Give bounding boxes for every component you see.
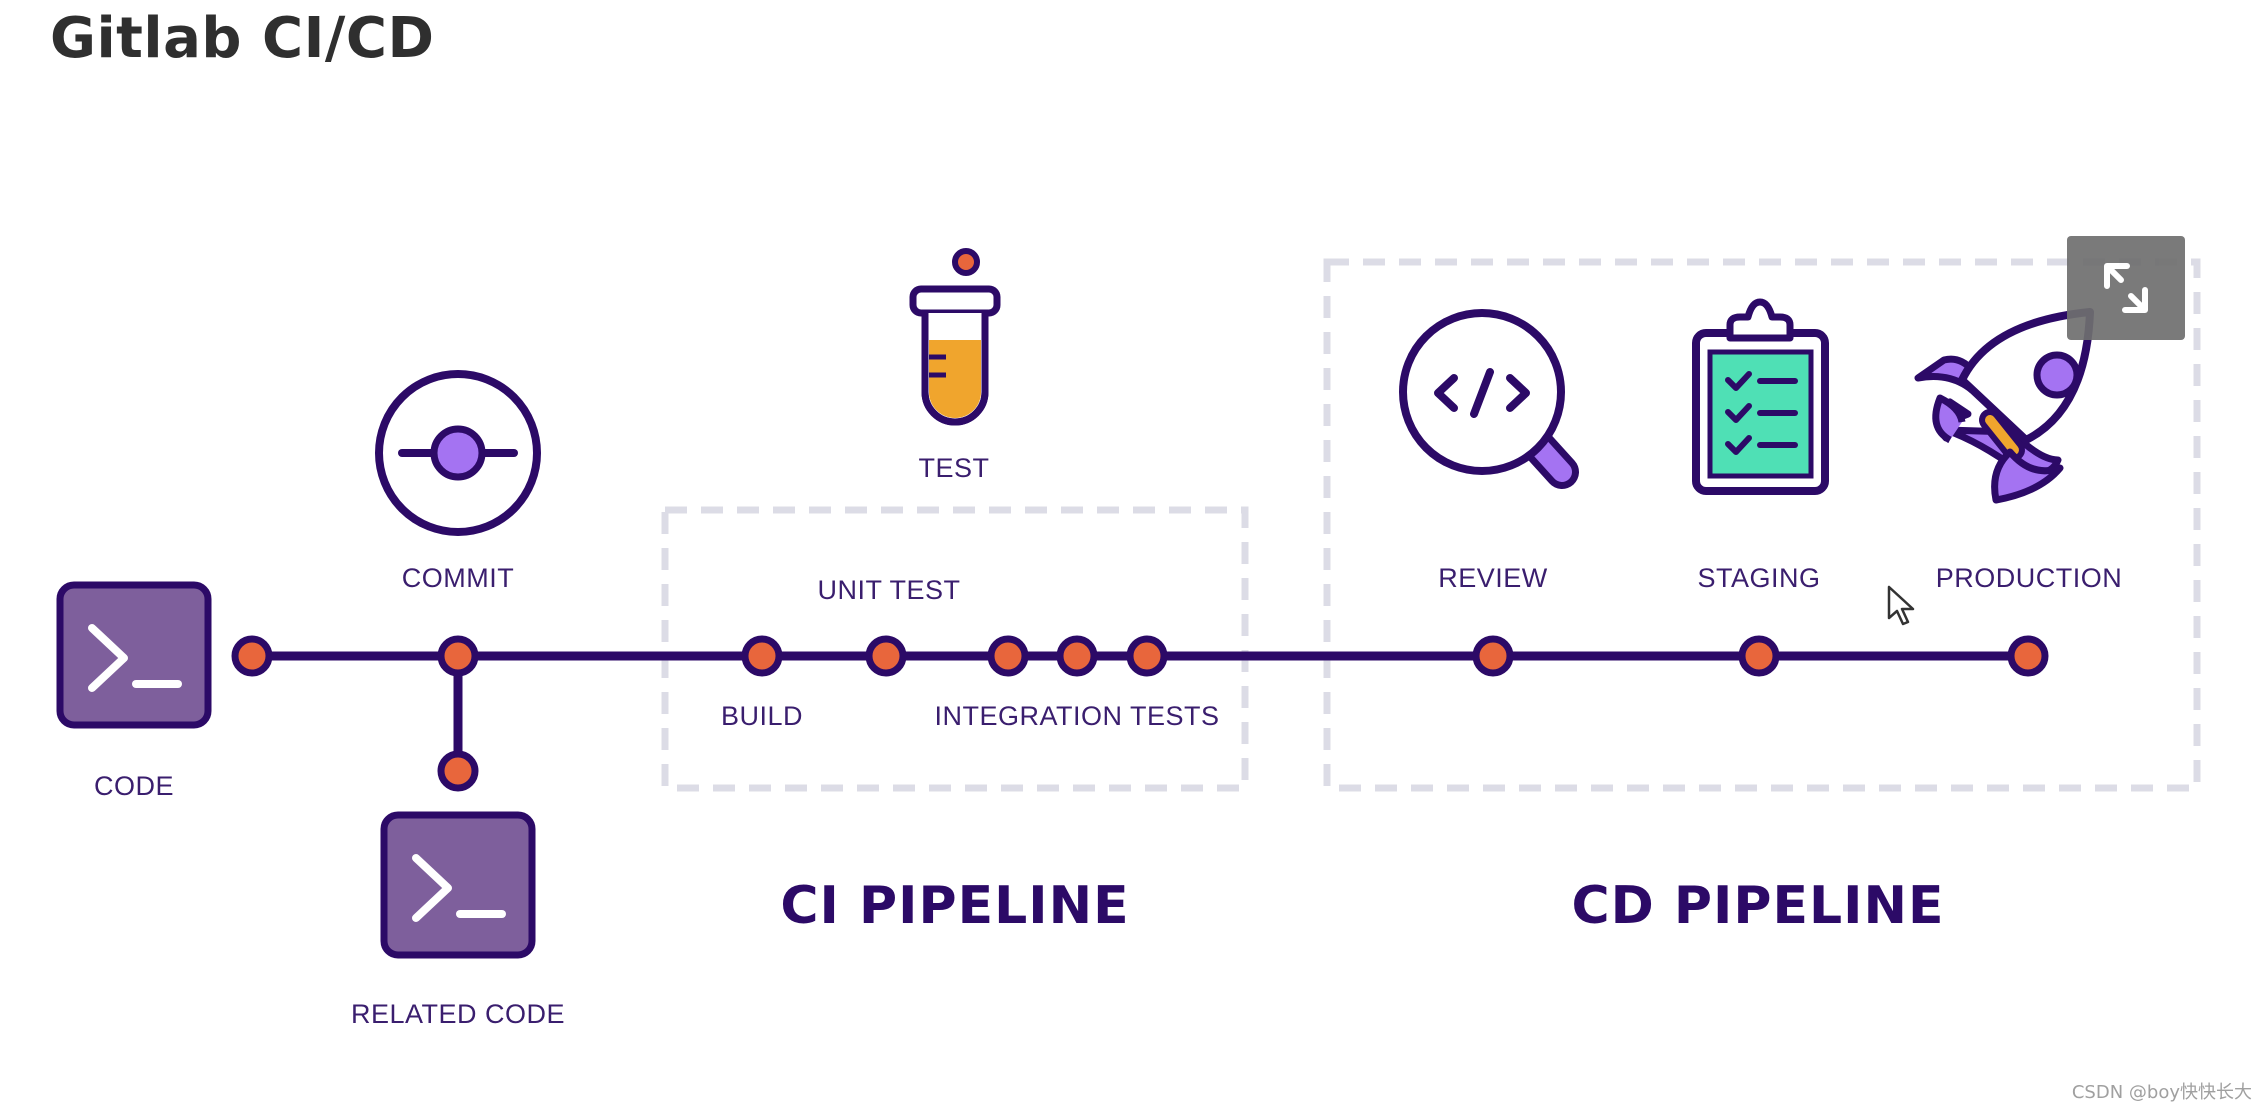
label-commit: COMMIT: [401, 563, 515, 593]
pipeline-nodes: [231, 635, 2049, 792]
cd-pipeline-box: [1323, 258, 2201, 792]
clipboard-icon: [1692, 298, 1829, 495]
rocket-icon: [1914, 308, 2094, 504]
node-commit: [437, 635, 479, 677]
label-review: REVIEW: [1438, 563, 1548, 593]
node-integration-2: [1056, 635, 1098, 677]
expand-button[interactable]: [2067, 236, 2185, 340]
expand-icon: [2104, 263, 2148, 313]
watermark: CSDN @boy快快长大: [2071, 1082, 2252, 1103]
node-integration-1: [987, 635, 1029, 677]
terminal-icon: [380, 811, 536, 959]
commit-icon: [375, 370, 541, 536]
node-code: [231, 635, 273, 677]
node-review: [1472, 635, 1514, 677]
node-production: [2007, 635, 2049, 677]
label-production: PRODUCTION: [1935, 563, 2123, 593]
ci-pipeline-title: CI PIPELINE: [780, 876, 1130, 936]
node-build: [741, 635, 783, 677]
label-related-code: RELATED CODE: [350, 999, 566, 1029]
node-staging: [1738, 635, 1780, 677]
cursor-icon: [1887, 585, 1915, 626]
ci-pipeline-box: [661, 506, 1249, 792]
test-tube-icon: [909, 248, 1001, 426]
node-unit-test: [865, 635, 907, 677]
label-code: CODE: [93, 771, 175, 801]
label-unit-test: UNIT TEST: [817, 575, 961, 605]
label-integration-tests: INTEGRATION TESTS: [934, 701, 1220, 731]
label-test: TEST: [918, 453, 990, 483]
code-review-icon: [1399, 309, 1579, 489]
label-staging: STAGING: [1697, 563, 1821, 593]
node-related-code: [437, 750, 479, 792]
terminal-icon: [56, 581, 212, 729]
label-build: BUILD: [720, 701, 804, 731]
node-integration-3: [1126, 635, 1168, 677]
cd-pipeline-title: CD PIPELINE: [1571, 876, 1945, 936]
page-title: Gitlab CI/CD: [50, 6, 435, 71]
